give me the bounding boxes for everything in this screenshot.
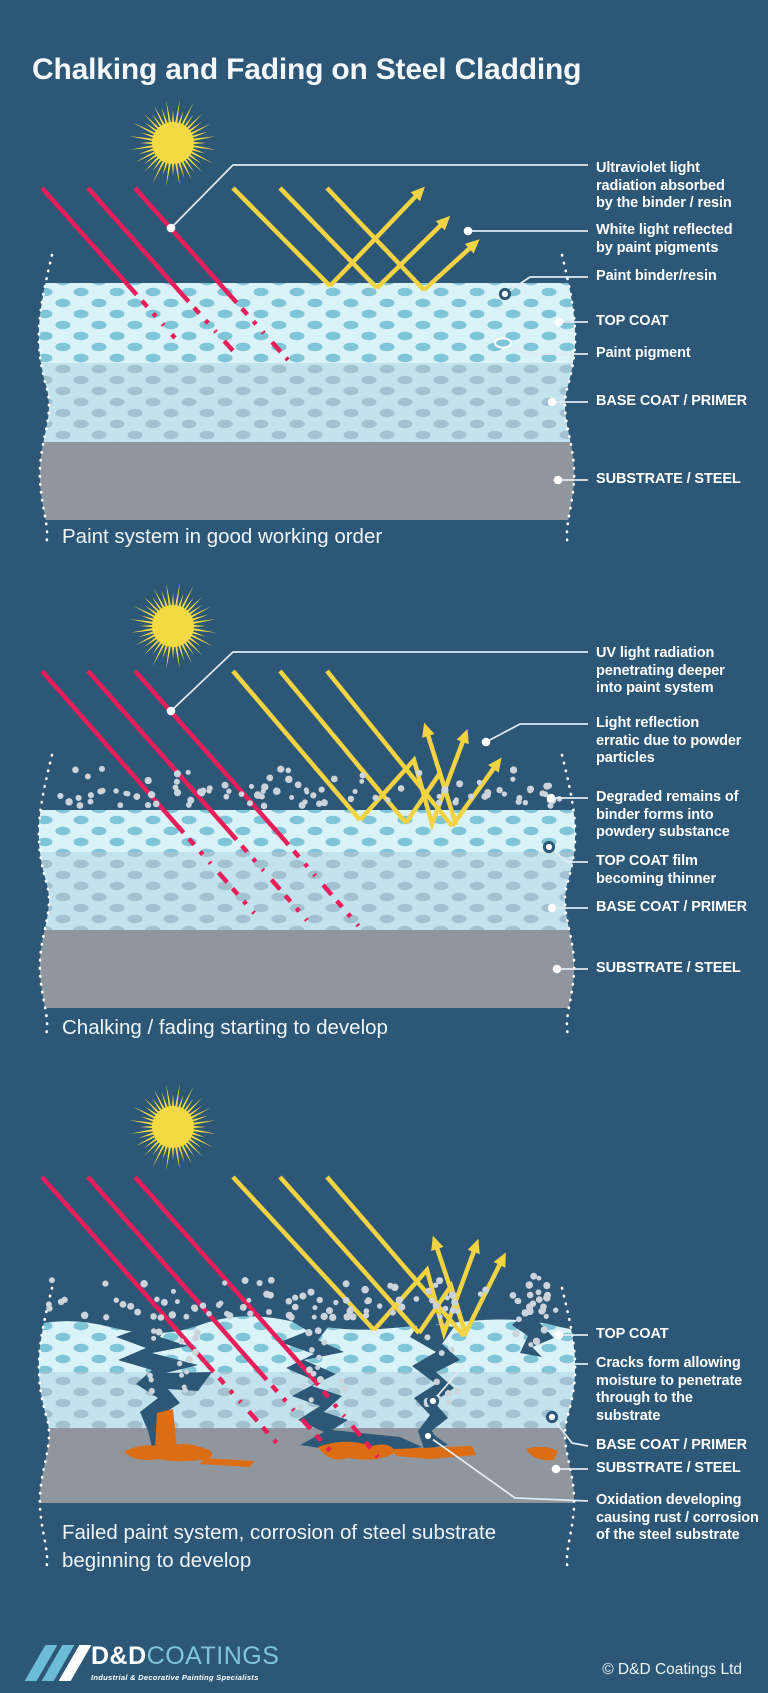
label-substrate: SUBSTRATE / STEEL <box>596 471 741 487</box>
label-top-coat: TOP COAT <box>596 313 669 329</box>
coating-slab <box>38 810 576 1008</box>
page-title: Chalking and Fading on Steel Cladding <box>32 53 582 87</box>
label-base-coat: BASE COAT / PRIMER <box>596 393 747 409</box>
diagram-panel-good-order <box>37 99 588 545</box>
label-white-light: White light reflected by paint pigments <box>596 222 733 256</box>
label-cracks: Cracks form allowing moisture to penetra… <box>596 1355 743 1424</box>
callout-lines <box>421 1330 589 1502</box>
panel-caption-1: Paint system in good working order <box>62 525 383 548</box>
label-erratic-light: Light reflection erratic due to powder p… <box>596 715 742 766</box>
sun-icon <box>129 582 217 670</box>
powder-particles <box>45 1272 559 1411</box>
logo-stripes-icon <box>24 1644 92 1681</box>
logo-coatings-text: COATINGS <box>146 1642 280 1670</box>
coating-slab <box>38 1298 576 1503</box>
label-uv-deeper: UV light radiation penetrating deeper in… <box>596 645 725 696</box>
uv-rays <box>40 186 290 362</box>
uv-rays <box>40 1175 380 1459</box>
label-top-coat-3: TOP COAT <box>596 1326 669 1342</box>
logo-tagline: Industrial & Decorative Painting Special… <box>91 1673 259 1682</box>
light-rays <box>231 1175 506 1341</box>
dd-coatings-logo: D&DCOATINGS Industrial & Decorative Pain… <box>24 1642 280 1682</box>
light-rays <box>231 669 502 832</box>
panel-caption-3: Failed paint system, corrosion of steel … <box>62 1521 497 1572</box>
logo-dd-text: D&D <box>91 1642 147 1670</box>
light-rays <box>231 186 480 292</box>
sun-icon <box>129 99 217 187</box>
label-base-coat-3: BASE COAT / PRIMER <box>596 1437 747 1453</box>
label-uv-absorbed: Ultraviolet light radiation absorbed by … <box>596 160 732 211</box>
callout-lines <box>166 164 588 485</box>
panel-caption-2: Chalking / fading starting to develop <box>62 1016 388 1039</box>
copyright-text: © D&D Coatings Ltd <box>602 1661 742 1678</box>
label-paint-binder: Paint binder/resin <box>596 268 717 284</box>
torn-edge-dashes <box>37 1286 577 1572</box>
label-substrate-2: SUBSTRATE / STEEL <box>596 960 741 976</box>
label-oxidation: Oxidation developing causing rust / corr… <box>596 1492 759 1543</box>
coating-slab <box>38 283 576 520</box>
label-paint-pigment: Paint pigment <box>596 345 691 361</box>
torn-edge-dashes <box>37 253 577 545</box>
callout-lines <box>166 651 588 974</box>
label-topcoat-thinner: TOP COAT film becoming thinner <box>596 853 717 887</box>
label-degraded-binder: Degraded remains of binder forms into po… <box>596 789 739 840</box>
diagram-panel-chalking-starting <box>37 582 588 1035</box>
label-base-coat-2: BASE COAT / PRIMER <box>596 899 747 915</box>
torn-edge-dashes <box>37 753 577 1035</box>
sun-icon <box>129 1083 217 1171</box>
label-substrate-3: SUBSTRATE / STEEL <box>596 1460 741 1476</box>
diagram-panel-failed-system <box>37 1083 589 1572</box>
